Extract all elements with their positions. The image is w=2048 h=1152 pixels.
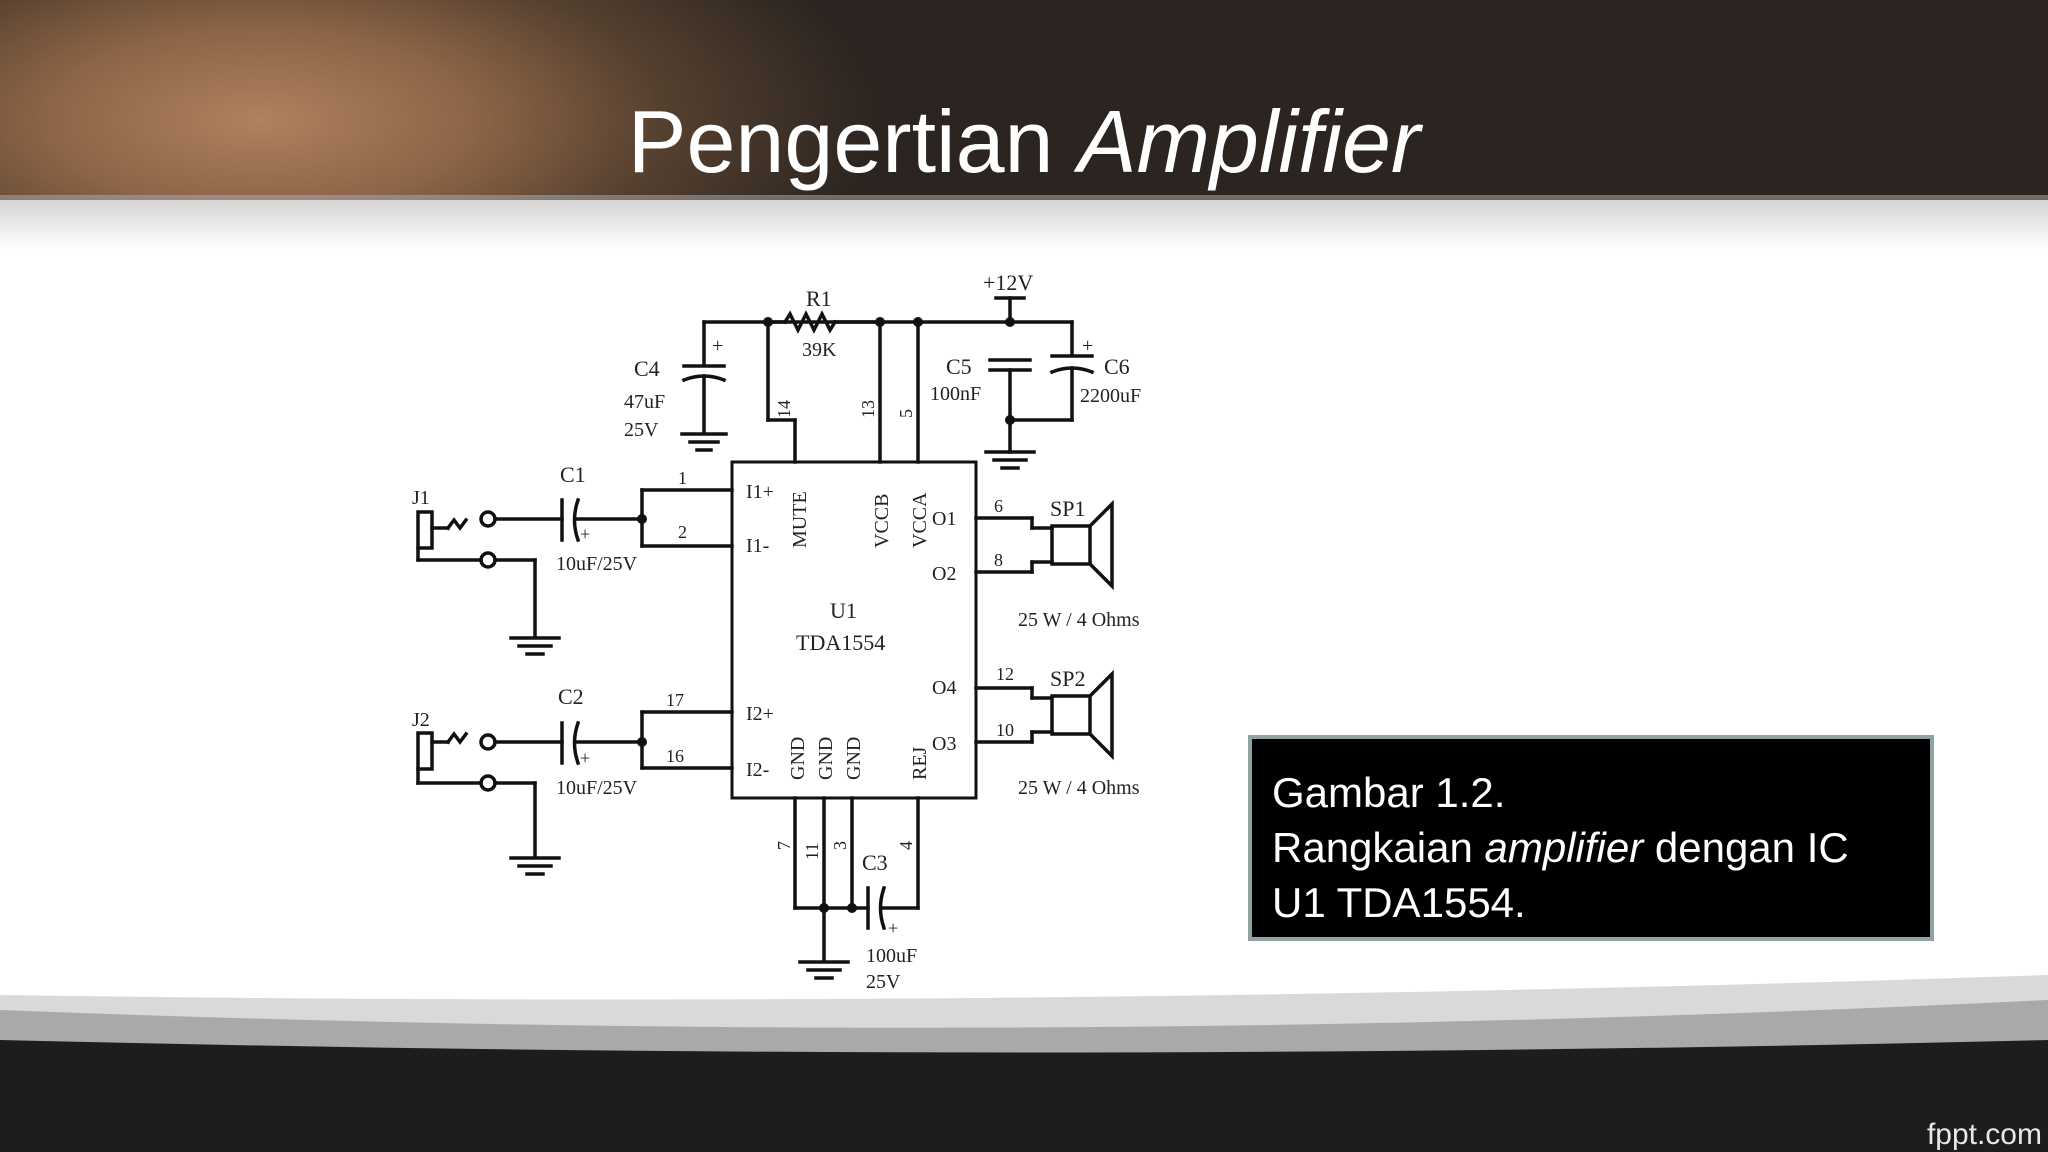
label-c2: C2 (558, 684, 584, 709)
page-title: Pengertian Amplifier (0, 92, 2048, 192)
pin-name-i1p: I1+ (746, 481, 774, 503)
label-c3-value: 100uF (866, 945, 917, 967)
pin-number-5: 5 (896, 409, 916, 418)
pin-name-i2p: I2+ (746, 703, 774, 725)
junction-pin5 (913, 317, 923, 327)
label-c4: C4 (634, 356, 660, 381)
speaker-sp1-body (1050, 524, 1092, 566)
label-c1-value: 10uF/25V (556, 553, 638, 575)
label-supply: +12V (983, 270, 1033, 295)
label-c6-plus: + (1082, 335, 1093, 357)
j1-terminal-top (479, 510, 497, 528)
pin-number-2: 2 (678, 522, 687, 542)
pin-number-12: 12 (996, 664, 1014, 684)
pin-number-16: 16 (666, 746, 684, 766)
title-text: Pengertian (627, 92, 1054, 191)
title-italic-text: Amplifier (1077, 92, 1421, 191)
pin-name-i2m: I2- (746, 759, 769, 781)
caption-text-before: Rangkaian (1272, 824, 1473, 871)
pin-number-7: 7 (774, 841, 794, 850)
pin-name-o1: O1 (932, 508, 956, 530)
pin-name-gnd-2: GND (815, 737, 837, 780)
junction-r1-left (763, 317, 773, 327)
header-bar (0, 0, 2048, 200)
label-c4-plus: + (712, 335, 723, 357)
pin-number-10: 10 (996, 720, 1014, 740)
label-c5: C5 (946, 354, 972, 379)
junction-input2 (637, 737, 647, 747)
junction-gnd-b (847, 903, 857, 913)
junction-supply (1005, 317, 1015, 327)
pin-name-o2: O2 (932, 563, 956, 585)
caption-italic-text: amplifier (1484, 824, 1644, 871)
label-sp1: SP1 (1050, 496, 1085, 521)
pin-name-o4: O4 (932, 677, 956, 699)
junction-c56-bottom (1005, 415, 1015, 425)
caption-box: Gambar 1.2. Rangkaian amplifier dengan I… (1248, 735, 1934, 941)
pin-number-17: 17 (666, 690, 684, 710)
junction-input1 (637, 514, 647, 524)
j1-terminal-bottom (479, 551, 497, 569)
j2-terminal-top (479, 733, 497, 751)
label-c3: C3 (862, 850, 888, 875)
junction-pin13 (875, 317, 885, 327)
header-shadow (0, 195, 2048, 250)
jack-j2 (416, 731, 434, 771)
label-sp2-rating: 25 W / 4 Ohms (1018, 777, 1140, 799)
label-r1: R1 (806, 286, 832, 311)
wire-j1-bend (445, 517, 469, 531)
ic-u1-body (730, 460, 978, 800)
pin-name-gnd-3: GND (843, 737, 865, 780)
speaker-sp2-body (1050, 694, 1092, 736)
pin-number-13: 13 (858, 400, 878, 418)
label-j1: J1 (412, 487, 430, 509)
wire-j2-bend (445, 731, 469, 745)
label-c4-value: 47uF (624, 391, 665, 413)
label-c6-value: 2200uF (1080, 385, 1141, 407)
label-c6: C6 (1104, 354, 1130, 379)
label-c2-value: 10uF/25V (556, 777, 638, 799)
watermark: fppt.com (1926, 1118, 2042, 1151)
label-c2-plus: + (580, 748, 590, 768)
resistor-r1 (782, 310, 838, 334)
speaker-sp2-cone (1087, 669, 1114, 761)
pin-number-14: 14 (774, 400, 794, 418)
jack-j1 (416, 510, 434, 550)
pin-name-i1m: I1- (746, 535, 769, 557)
label-c1-plus: + (580, 524, 590, 544)
caption-text-after: dengan IC (1654, 824, 1849, 871)
label-sp1-rating: 25 W / 4 Ohms (1018, 609, 1140, 631)
pin-number-3: 3 (830, 841, 850, 850)
label-r1-value: 39K (802, 339, 837, 361)
label-c3-voltage: 25V (866, 971, 901, 993)
pin-name-mute: MUTE (789, 491, 811, 548)
speaker-sp1-cone (1087, 499, 1114, 591)
pin-number-4: 4 (896, 841, 916, 850)
label-c3-plus: + (888, 918, 898, 938)
pin-name-gnd-1: GND (787, 737, 809, 780)
label-sp2: SP2 (1050, 666, 1085, 691)
pin-name-o3: O3 (932, 733, 956, 755)
label-j2: J2 (412, 709, 430, 731)
pin-name-rej: REJ (909, 746, 931, 780)
label-c1: C1 (560, 462, 586, 487)
label-c5-value: 100nF (930, 383, 981, 405)
label-c4-voltage: 25V (624, 419, 659, 441)
j2-terminal-bottom (479, 774, 497, 792)
caption-line-2: Rangkaian amplifier dengan IC (1272, 820, 1912, 875)
pin-name-vccb: VCCB (871, 494, 893, 548)
pin-number-11: 11 (802, 843, 822, 860)
caption-line-1: Gambar 1.2. (1272, 769, 1506, 816)
pin-number-1: 1 (678, 468, 687, 488)
pin-name-vcca: VCCA (909, 492, 931, 548)
pin-number-6: 6 (994, 496, 1003, 516)
label-ic-name: U1 (830, 598, 857, 623)
caption-line-3: U1 TDA1554. (1272, 879, 1526, 926)
junction-gnd-a (819, 903, 829, 913)
label-ic-part: TDA1554 (796, 630, 885, 655)
pin-number-8: 8 (994, 550, 1003, 570)
